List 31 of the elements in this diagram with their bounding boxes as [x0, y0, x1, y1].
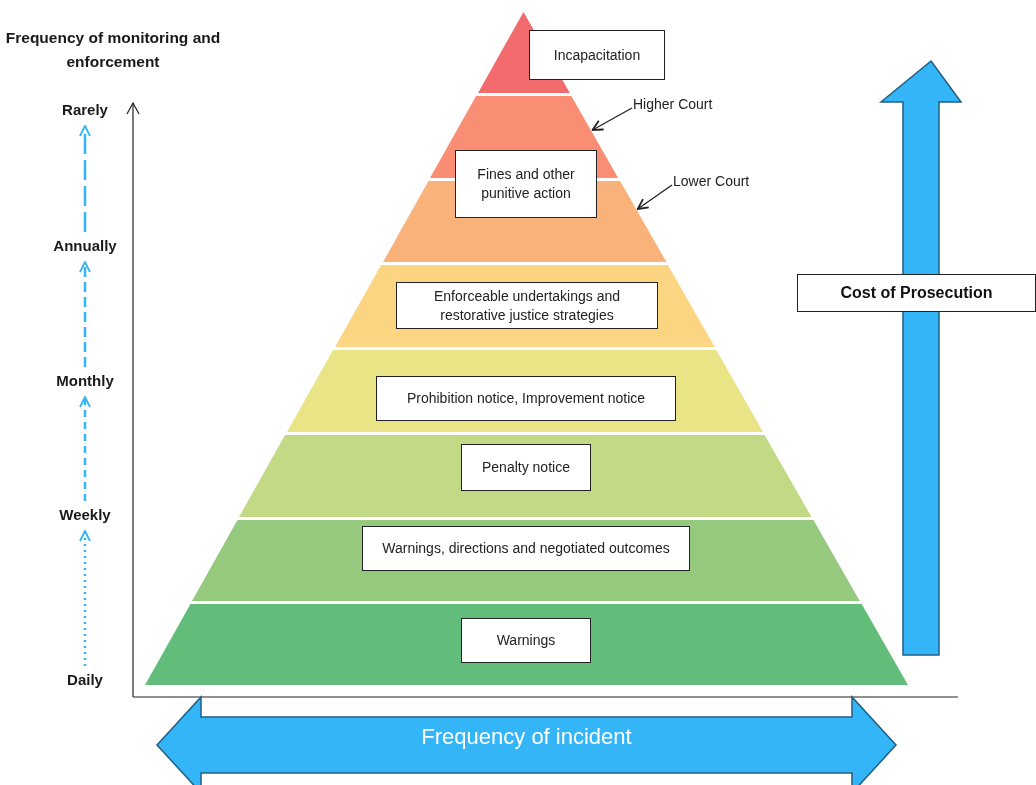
label-box: [461, 444, 591, 491]
axis-title: Frequency of monitoring and enforcement: [4, 28, 222, 72]
label-box: [396, 282, 658, 329]
label-box: [455, 150, 597, 218]
leader-line: [591, 107, 633, 131]
arrow-label: Frequency of incident: [421, 724, 632, 750]
label-box: [529, 30, 665, 80]
frequency-label: Rarely: [45, 100, 125, 120]
box-text: Incapacitation: [553, 45, 641, 65]
frequency-label: Monthly: [45, 371, 125, 391]
box-text: Warnings, directions and negotiated outcomes: [382, 539, 670, 558]
label-box: [797, 274, 1036, 312]
frequency-label: Daily: [45, 670, 125, 690]
arrow: [79, 125, 91, 232]
leader-line: [636, 184, 673, 210]
label-box: [461, 618, 591, 663]
arrow: [79, 396, 91, 501]
court-label: Lower Court: [673, 171, 750, 191]
box-text: Prohibition notice, Improvement notice: [406, 389, 646, 408]
label-box: [362, 526, 690, 571]
box-text: Fines and other punitive action: [476, 165, 576, 203]
court-label: Higher Court: [633, 94, 713, 114]
frequency-label: Weekly: [45, 505, 125, 525]
box-text: Enforceable undertakings and restorative justice strategies: [432, 286, 621, 325]
box-text: Warnings: [496, 631, 556, 650]
arrow: [79, 530, 91, 666]
arrow: [79, 261, 91, 367]
frequency-label: Annually: [45, 236, 125, 256]
label-box: [376, 376, 676, 421]
box-text: Penalty notice: [482, 458, 570, 477]
box-text: Cost of Prosecution: [840, 284, 993, 302]
